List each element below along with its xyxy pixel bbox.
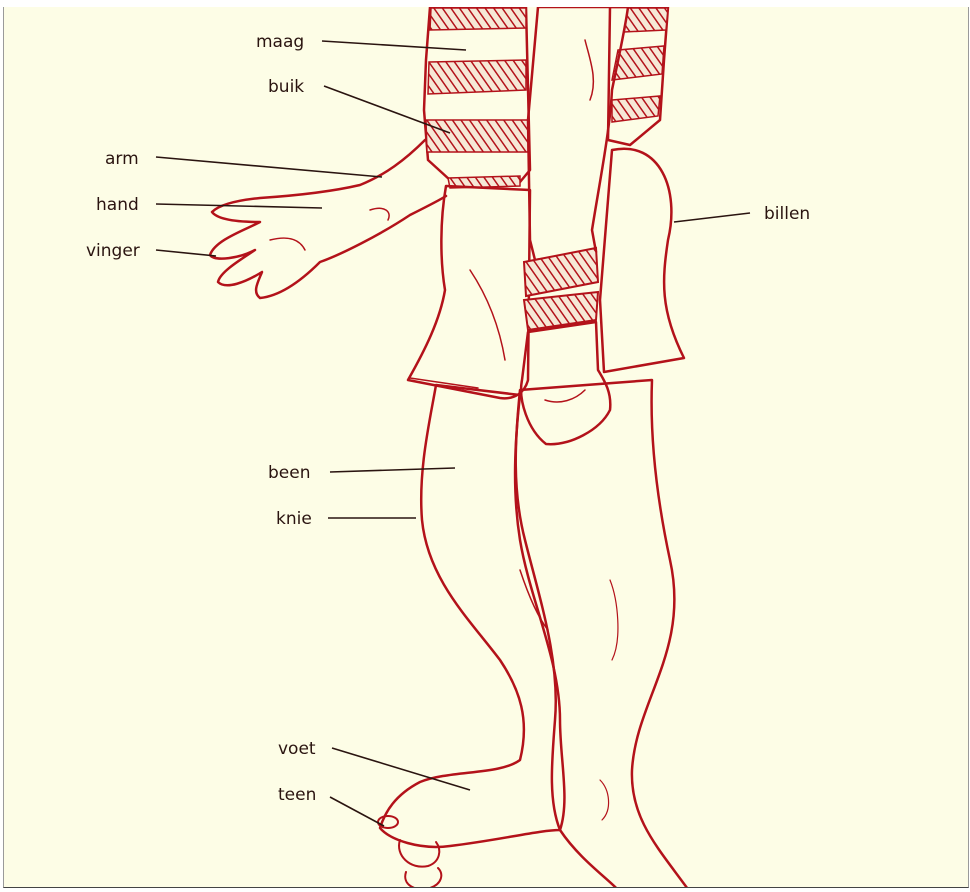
label-billen: billen (764, 204, 810, 224)
label-hand: hand (96, 195, 139, 215)
back-arm-hand (208, 138, 448, 300)
leader-maag (321, 40, 467, 51)
leader-teen (329, 796, 385, 827)
label-teen: teen (278, 785, 316, 805)
label-maag: maag (256, 32, 304, 52)
front-leg (377, 383, 566, 887)
label-knie: knie (276, 509, 312, 529)
label-buik: buik (268, 77, 304, 97)
paper-background (3, 7, 969, 888)
leader-billen (673, 212, 751, 223)
front-arm (519, 7, 630, 446)
back-leg (514, 378, 688, 887)
leader-arm (155, 156, 383, 178)
labels: maag buik arm hand vinger billen been kn… (86, 32, 810, 805)
leader-vinger (155, 249, 217, 257)
leader-buik (323, 85, 451, 134)
label-been: been (268, 463, 310, 483)
leader-lines (155, 40, 751, 827)
leader-voet (331, 747, 471, 791)
label-vinger: vinger (86, 241, 140, 261)
label-arm: arm (105, 149, 139, 169)
leader-hand (155, 203, 323, 209)
leader-been (329, 467, 456, 473)
striped-shirt (422, 7, 670, 189)
label-voet: voet (278, 739, 316, 759)
shorts (406, 147, 686, 400)
